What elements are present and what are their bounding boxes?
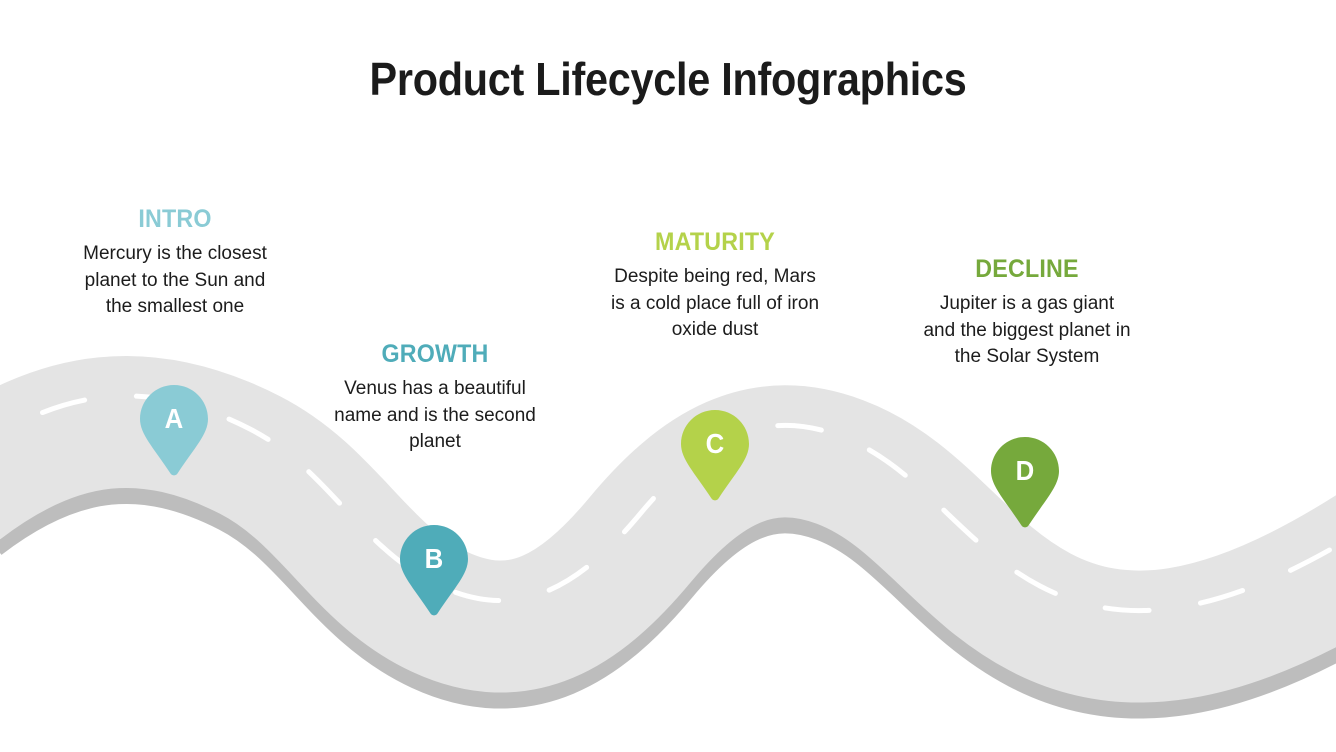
step-heading-intro: INTRO bbox=[138, 205, 212, 233]
map-pin-icon bbox=[681, 410, 749, 501]
step-body-intro: Mercury is the closest planet to the Sun… bbox=[83, 243, 267, 317]
step-maturity: MATURITY Despite being red, Mars is a co… bbox=[610, 228, 820, 344]
step-growth: GROWTH Venus has a beautiful name and is… bbox=[330, 340, 540, 456]
map-pin-icon bbox=[400, 525, 468, 616]
step-intro: INTRO Mercury is the closest planet to t… bbox=[70, 205, 280, 321]
step-heading-decline: DECLINE bbox=[975, 255, 1079, 283]
step-body-decline: Jupiter is a gas giant and the biggest p… bbox=[923, 293, 1131, 367]
step-body-maturity: Despite being red, Mars is a cold place … bbox=[610, 266, 820, 340]
map-pin-d[interactable]: D bbox=[991, 437, 1059, 529]
step-heading-growth: GROWTH bbox=[381, 340, 489, 368]
map-pin-a[interactable]: A bbox=[140, 385, 208, 477]
page-title: Product Lifecycle Infographics bbox=[369, 53, 967, 105]
step-body-growth: Venus has a beautiful name and is the se… bbox=[334, 378, 536, 452]
map-pin-b[interactable]: B bbox=[400, 525, 468, 617]
step-heading-maturity: MATURITY bbox=[655, 228, 775, 256]
step-decline: DECLINE Jupiter is a gas giant and the b… bbox=[922, 255, 1132, 371]
map-pin-icon bbox=[140, 385, 208, 476]
map-pin-icon bbox=[991, 437, 1059, 528]
map-pin-c[interactable]: C bbox=[681, 410, 749, 502]
